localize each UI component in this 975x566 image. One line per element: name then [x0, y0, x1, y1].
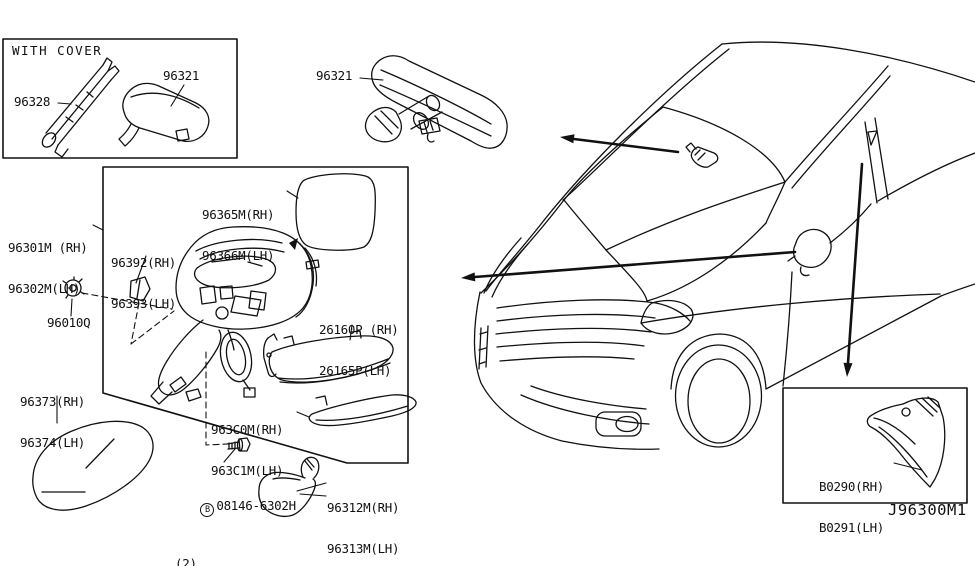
- diagram-code: J96300M1: [888, 501, 967, 519]
- leader-mirror-glass: [286, 190, 299, 199]
- base-cover-drawing: [258, 456, 320, 518]
- label-door-mirror-assy: 96301M (RH) 96302M(LH): [8, 240, 88, 296]
- corner-cover-box-art: [782, 387, 968, 504]
- leader-turn-signal: [349, 324, 353, 341]
- front-wheel: [674, 344, 763, 448]
- mirror-glass-drawing: [295, 173, 376, 251]
- arrow-to-interior-mirror: [572, 137, 680, 154]
- leader-base-cover: [296, 482, 327, 497]
- label-corner-cover: B0290(RH) B0291(LH): [819, 479, 885, 535]
- leader-nut: [70, 298, 73, 317]
- leader-96321-boxed: [170, 84, 185, 107]
- leader-gasket: [135, 255, 147, 284]
- screw-drawing: [226, 437, 251, 452]
- label-nut: 96010Q: [47, 315, 91, 330]
- fog-lamp: [595, 411, 642, 437]
- exploded-view-box-art: [92, 166, 417, 464]
- door-mirror-on-car: [787, 228, 832, 277]
- leader-screw: [223, 448, 236, 463]
- gasket-drawing: [129, 276, 151, 302]
- lower-cover-drawing: [308, 394, 417, 427]
- arrow-to-corner-cover: [846, 162, 864, 365]
- corner-cover-drawing: [866, 396, 946, 488]
- loose-parts-art: [32, 276, 327, 518]
- car-drawing: [473, 41, 975, 450]
- leader-door-mirror-assy: [92, 224, 104, 231]
- leader-96328: [57, 102, 72, 105]
- label-gasket: 96392(RH) 96393(LH): [111, 255, 177, 311]
- circled-b-marker: B: [200, 502, 215, 517]
- leader-corner-cover: [893, 462, 923, 471]
- windshield-mirror-glyph: [685, 142, 719, 168]
- label-mirror-cover: 96373(RH) 96374(LH): [20, 394, 86, 450]
- label-mirror-glass: 96365M(RH) 96366M(LH): [202, 207, 275, 263]
- label-cover-strip: 96328: [14, 94, 51, 109]
- label-mirror-with-cover: 96321: [163, 68, 200, 83]
- label-lower-cover: 963C0M(RH) 963C1M(LH): [211, 422, 284, 478]
- label-turn-signal-lamp: 26160P (RH) 26165P(LH): [319, 322, 399, 378]
- label-interior-mirror: 96321: [316, 68, 353, 83]
- assembly-dashed-lines: [81, 292, 229, 446]
- with-cover-box-art: [2, 38, 238, 159]
- turn-signal-lamp-drawing: [262, 330, 394, 384]
- arrow-to-door-mirror: [473, 250, 797, 279]
- label-base-cover: 96312M(RH) 96313M(LH): [327, 500, 400, 556]
- mirror-cover-strip-drawing: [41, 57, 120, 158]
- mirror-cover-drawing: [32, 420, 154, 511]
- leader-96321: [359, 77, 384, 81]
- interior-mirror-small-drawing: [118, 82, 210, 147]
- door-mirror-assembly-drawing: [150, 226, 320, 405]
- with-cover-title: WITH COVER: [12, 43, 103, 58]
- interior-mirror-drawing: [359, 55, 508, 149]
- pointer-arrows: [461, 134, 864, 377]
- leader-lower-cover: [296, 411, 310, 418]
